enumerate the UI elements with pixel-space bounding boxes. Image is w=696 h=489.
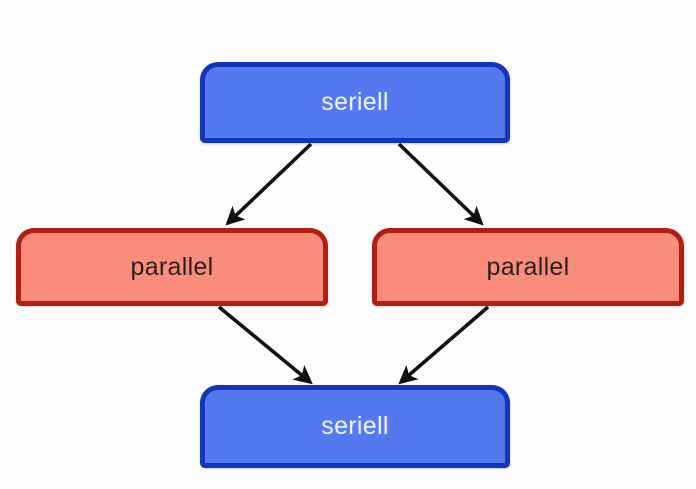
node-label: seriell — [321, 412, 389, 440]
node-seriell-bottom[interactable]: seriell — [200, 385, 510, 468]
node-parallel-left[interactable]: parallel — [16, 228, 328, 306]
node-seriell-top[interactable]: seriell — [200, 62, 510, 143]
edge-top-to-parallel-right — [397, 142, 484, 226]
node-label: parallel — [486, 252, 570, 281]
edge-parallel-left-to-bottom — [217, 305, 313, 385]
node-label: seriell — [321, 88, 389, 116]
edge-parallel-right-to-bottom — [398, 305, 490, 385]
node-label: parallel — [130, 252, 214, 281]
edge-top-to-parallel-left — [225, 142, 313, 226]
node-parallel-right[interactable]: parallel — [372, 228, 684, 306]
